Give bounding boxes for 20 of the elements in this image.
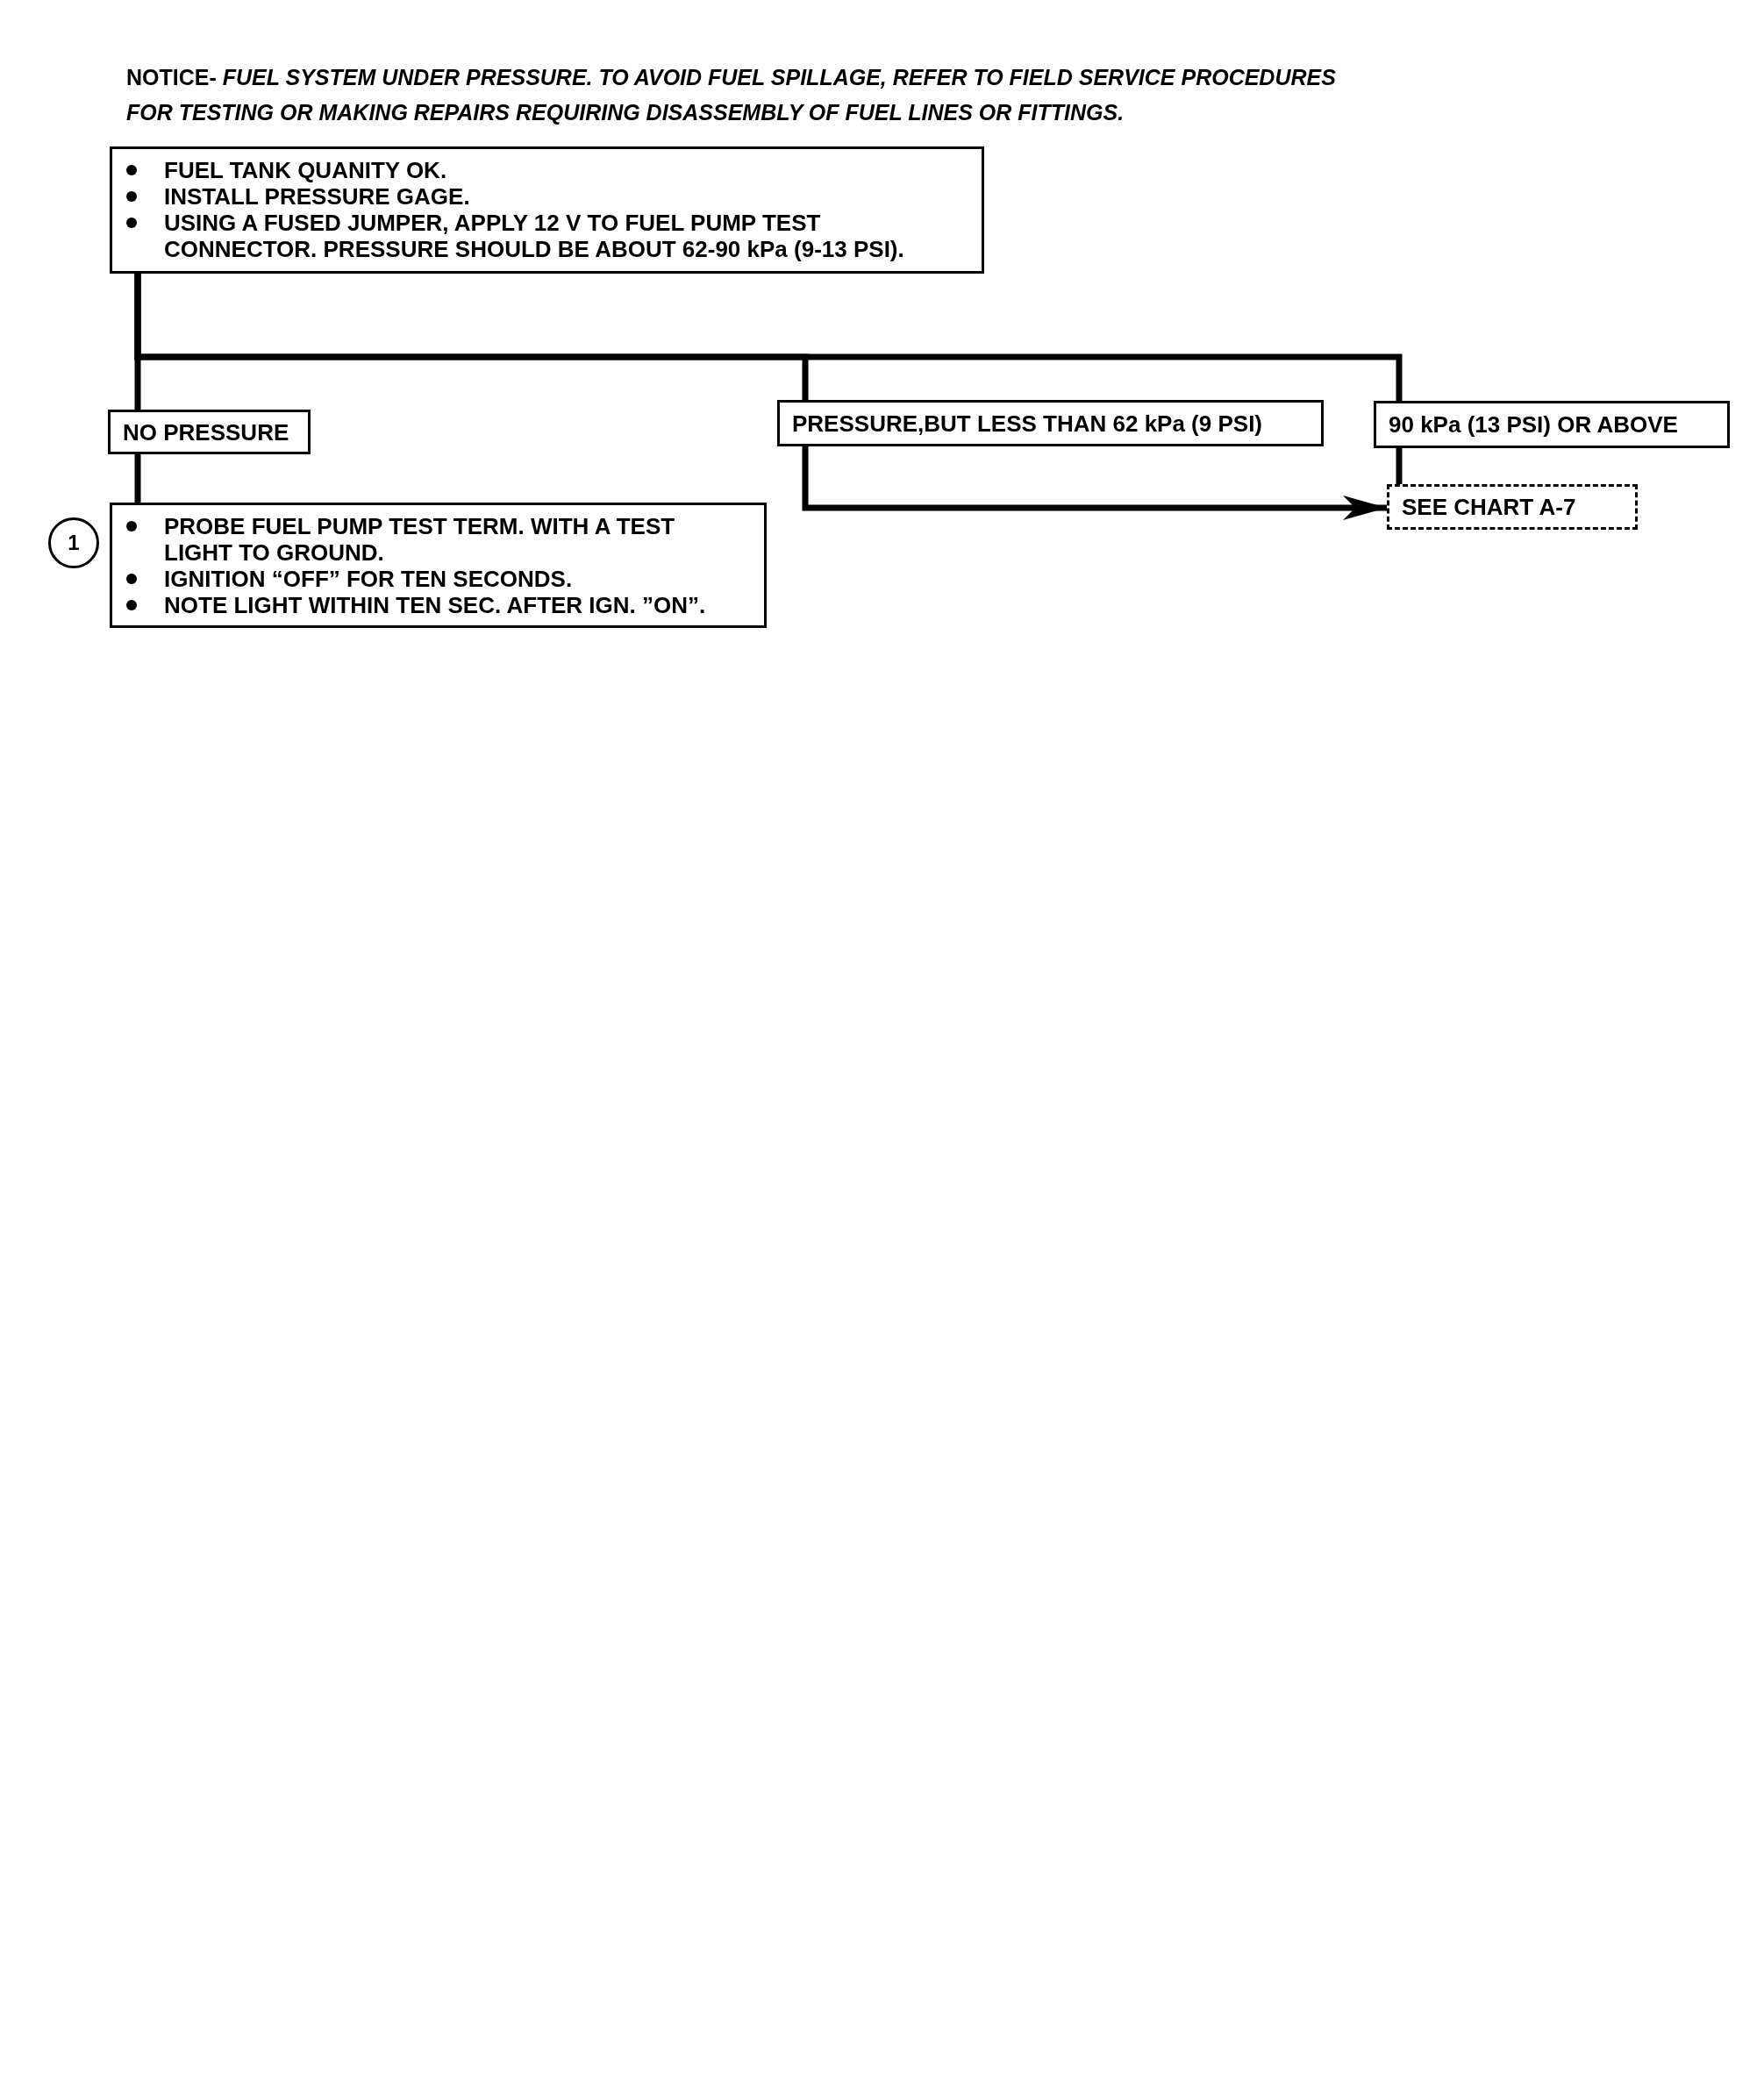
step-text: IGNITION “OFF” FOR TEN SECONDS. xyxy=(164,566,573,592)
condition-text: 90 kPa (13 PSI) OR ABOVE xyxy=(1389,411,1678,438)
process-box xyxy=(110,503,767,628)
callout-number: 1 xyxy=(68,532,80,553)
step-text: USING A FUSED JUMPER, APPLY 12 V TO FUEL PUMP TEST CONNECTOR. PRESSURE SHOULD BE ABOUT 62-90 kPa (9-13 PSI). xyxy=(164,210,905,262)
reference-text: SEE CHART A-7 xyxy=(1402,494,1576,520)
step-text: INSTALL PRESSURE GAGE. xyxy=(164,183,470,210)
step-text: FUEL TANK QUANITY OK. xyxy=(164,157,447,183)
condition-text: NO PRESSURE xyxy=(123,418,289,446)
notice-text: NOTICE- FUEL SYSTEM UNDER PRESSURE. TO AVOID FUEL SPILLAGE, REFER TO FIELD SERVICE PROCEDURES FOR TESTING OR MAKING REPAIRS REQUIRING DISASSEMBLY OF FUEL LINES OR FITTINGS. xyxy=(126,64,1337,126)
condition-text: PRESSURE,BUT LESS THAN 62 kPa (9 PSI) xyxy=(792,410,1263,437)
step-text: NOTE LIGHT WITHIN TEN SEC. AFTER IGN. ”ON”. xyxy=(164,592,706,618)
condition-box xyxy=(108,410,311,454)
callout-circle xyxy=(48,517,99,568)
reference-box xyxy=(1387,484,1638,530)
step-text: PROBE FUEL PUMP TEST TERM. WITH A TEST LIGHT TO GROUND. xyxy=(164,513,676,566)
process-box xyxy=(110,146,984,274)
condition-box xyxy=(777,400,1324,446)
condition-box xyxy=(1374,401,1730,448)
arrow xyxy=(802,446,1387,520)
